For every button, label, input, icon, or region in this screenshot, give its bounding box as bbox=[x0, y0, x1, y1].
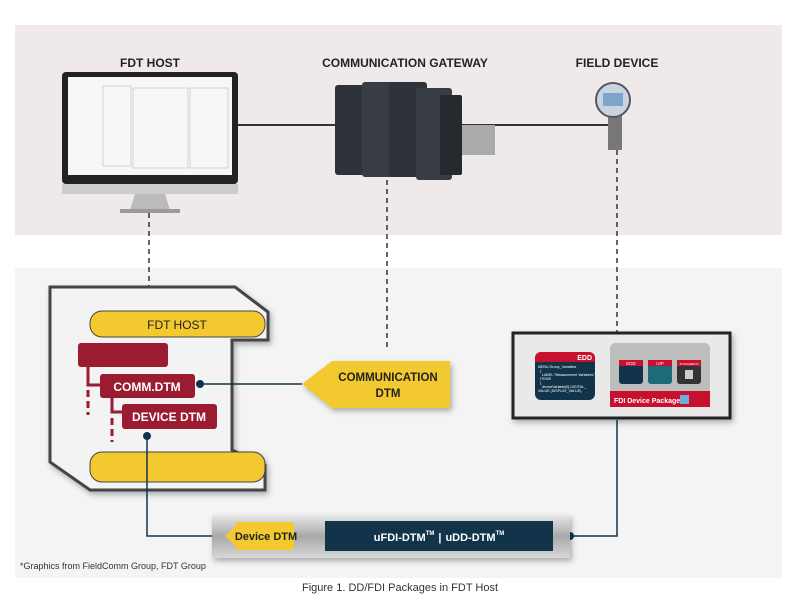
dtm-types-label: uFDI-DTMTM|uDD-DTMTM bbox=[374, 531, 504, 544]
svg-text:UIP: UIP bbox=[656, 361, 664, 366]
field-device-label: FIELD DEVICE bbox=[576, 56, 659, 70]
device-dtm-tag-label: Device DTM bbox=[235, 531, 297, 543]
dtm-root-node bbox=[78, 343, 168, 367]
communication-dtm-tag bbox=[302, 361, 450, 408]
svg-text:{: { bbox=[540, 381, 542, 385]
svg-text:VALUE (DISPLAY_VALUE),: VALUE (DISPLAY_VALUE), bbox=[538, 389, 582, 393]
edd-title: EDD bbox=[577, 355, 592, 362]
gateway-label: COMMUNICATION GATEWAY bbox=[322, 56, 488, 70]
figure-caption: Figure 1. DD/FDI Packages in FDT Host bbox=[302, 582, 498, 594]
svg-text:EDD: EDD bbox=[626, 361, 636, 366]
field-device-icon bbox=[595, 82, 631, 150]
fdi-device-package-panel: EDD MENU Group_Variables { LABEL "Measur… bbox=[511, 331, 732, 420]
svg-text:LABEL "Measurement Variables";: LABEL "Measurement Variables"; bbox=[542, 373, 595, 377]
fdi-package-label: FDI Device Package bbox=[614, 398, 680, 405]
communication-dtm-label-2: DTM bbox=[376, 388, 401, 400]
svg-text:ATTACHMENTS: ATTACHMENTS bbox=[679, 362, 698, 366]
credit-note: *Graphics from FieldComm Group, FDT Grou… bbox=[20, 561, 206, 571]
fdt-host-label: FDT HOST bbox=[120, 56, 181, 70]
communication-dtm-label-1: COMMUNICATION bbox=[338, 372, 437, 384]
dtm-bar: Device DTM uFDI-DTMTM|uDD-DTMTM bbox=[212, 515, 570, 558]
comm-dtm-node bbox=[100, 374, 195, 398]
svg-text:{: { bbox=[540, 369, 542, 373]
svg-text:MENU Group_Variables: MENU Group_Variables bbox=[538, 365, 576, 369]
fdt-host-title: FDT HOST bbox=[147, 318, 207, 332]
svg-text:deviceVariable[0].DIGITAL_: deviceVariable[0].DIGITAL_ bbox=[542, 385, 587, 389]
svg-text:ITEMS: ITEMS bbox=[540, 377, 552, 381]
device-dtm-node bbox=[122, 404, 217, 429]
comm-dtm-label: COMM.DTM bbox=[113, 380, 180, 394]
connector-dot bbox=[196, 380, 204, 388]
monitor-icon bbox=[62, 72, 238, 213]
device-dtm-label: DEVICE DTM bbox=[132, 410, 206, 424]
communication-gateway-icon bbox=[335, 82, 495, 180]
